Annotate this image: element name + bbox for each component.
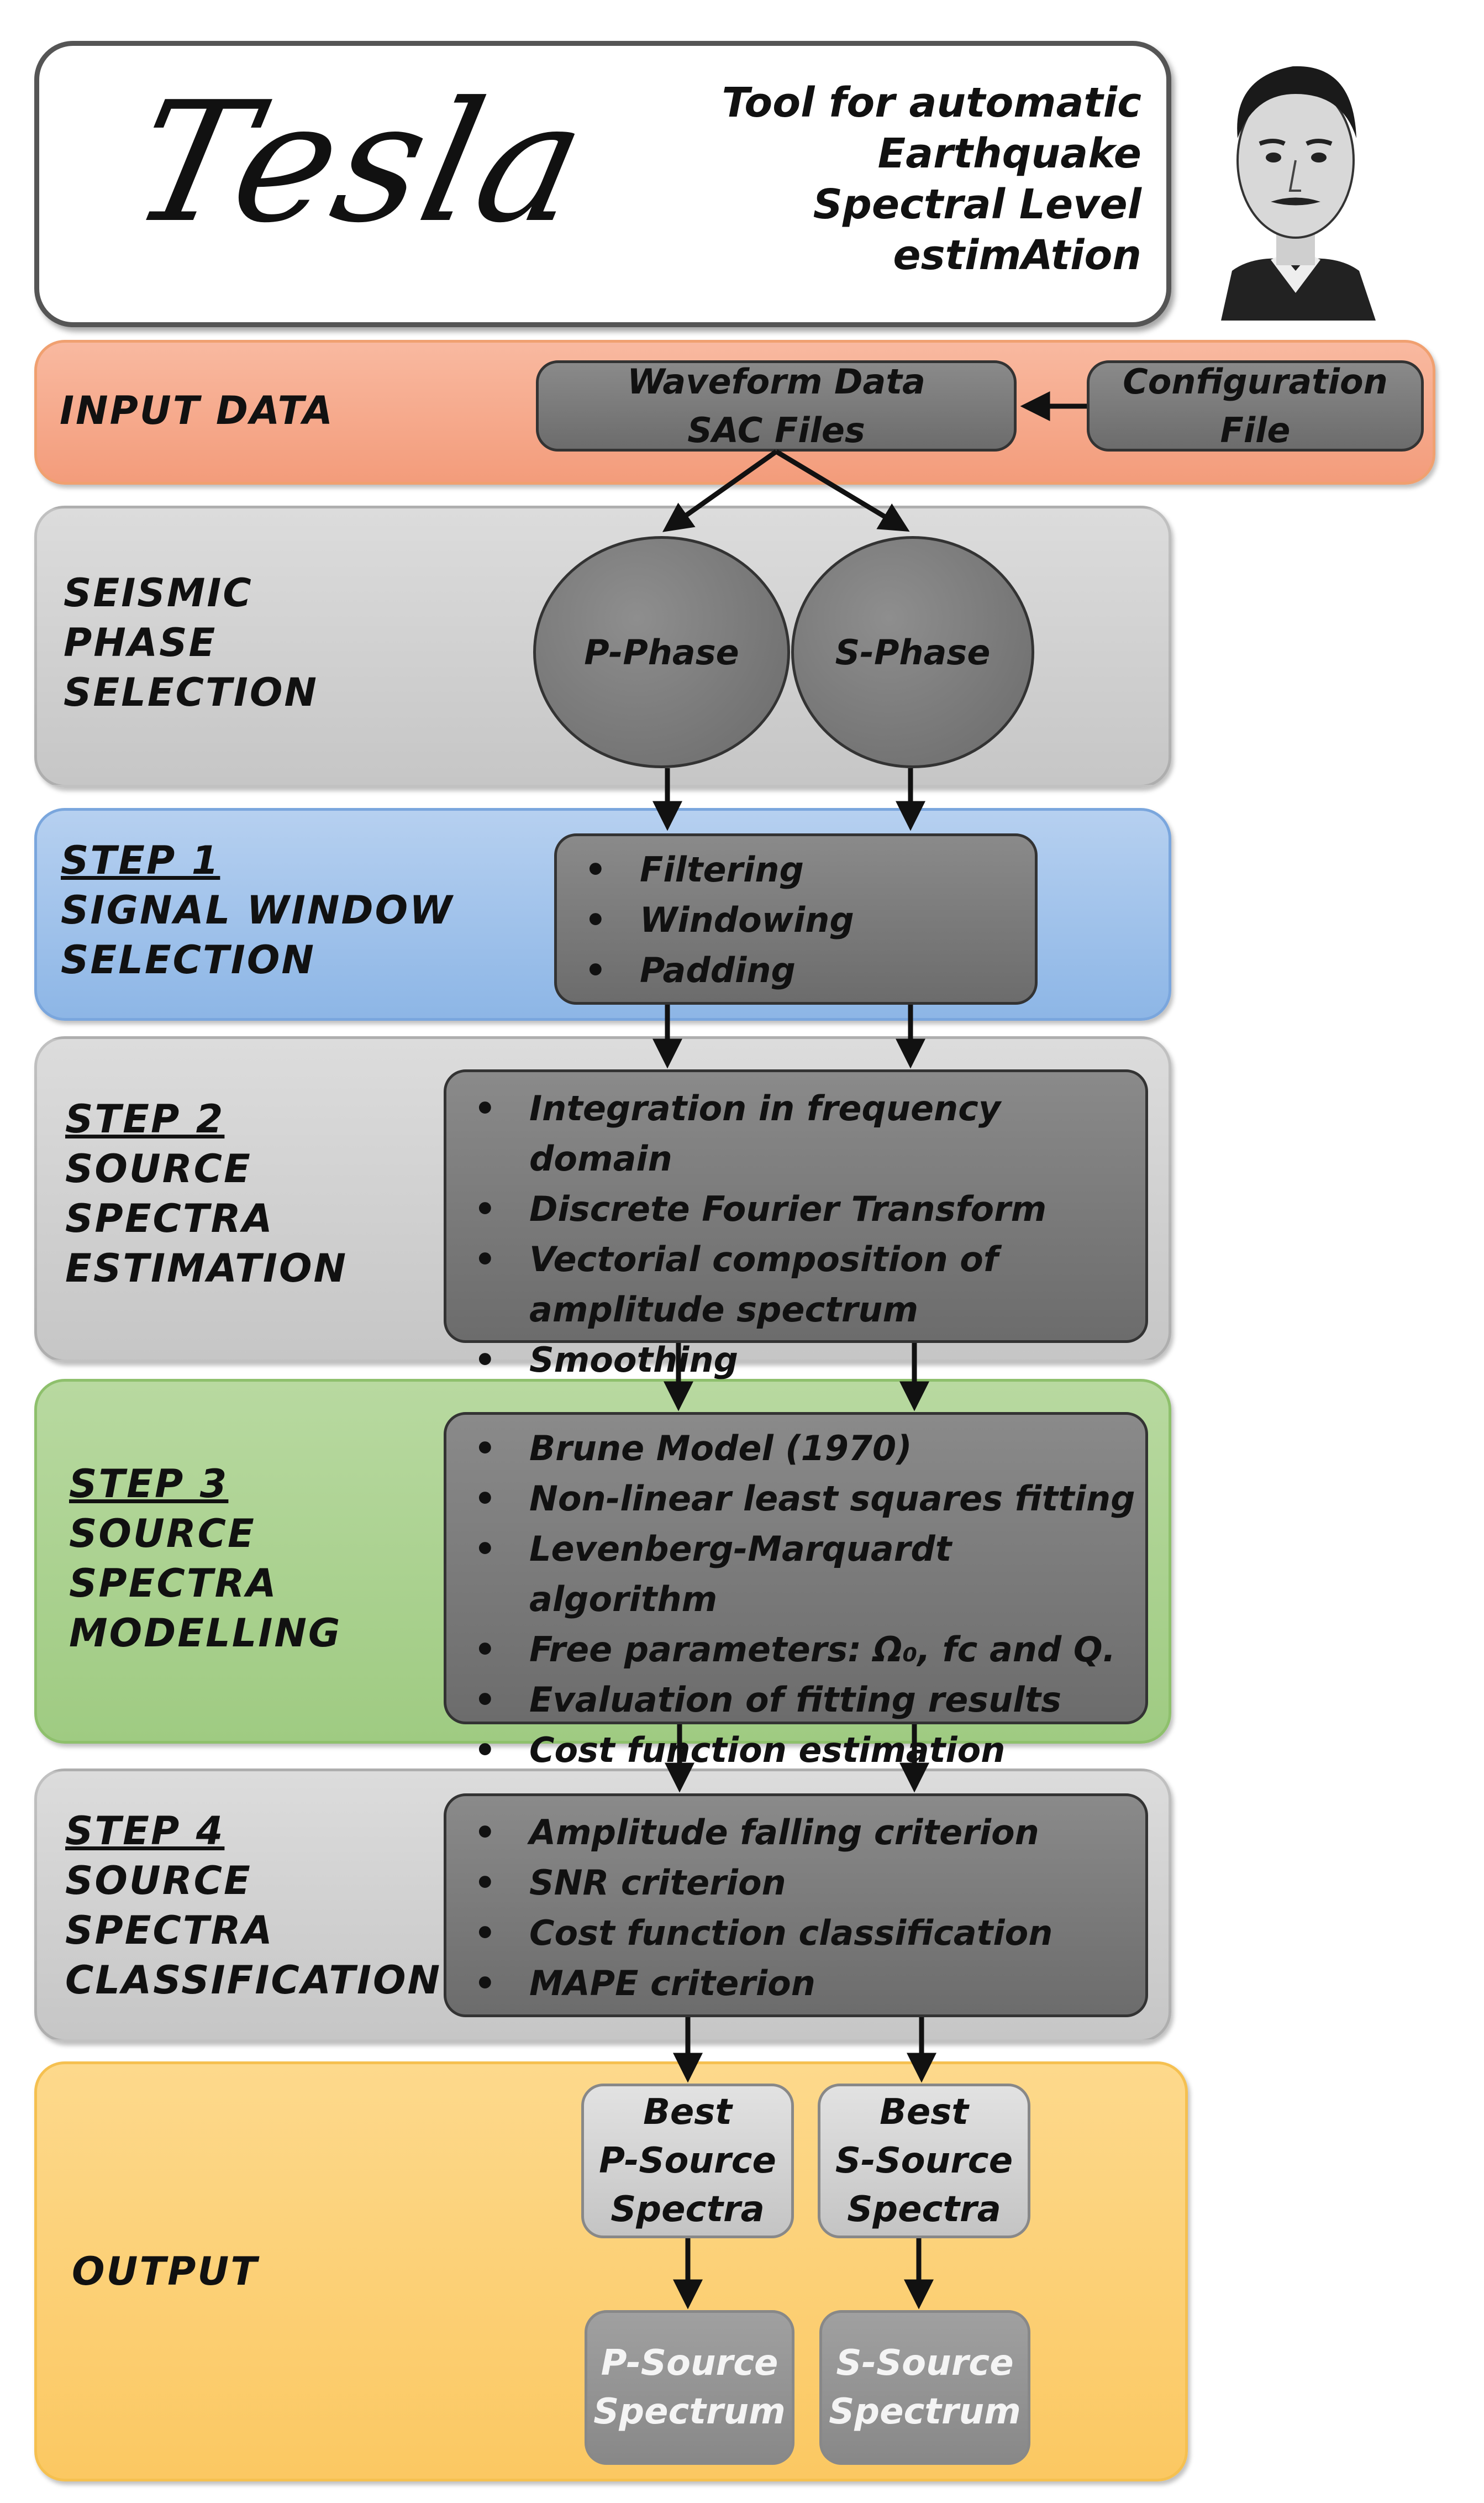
p-source-spectrum-box: P-Source Spectrum <box>585 2310 794 2465</box>
step-number: STEP 3 <box>69 1461 229 1507</box>
label-line: SPECTRA <box>65 1908 274 1953</box>
step1-label: STEP 1 SIGNAL WINDOW SELECTION <box>61 836 454 985</box>
label-line: SOURCE <box>69 1511 256 1556</box>
label-line: PHASE <box>64 620 217 665</box>
label-line: SOURCE <box>65 1858 252 1903</box>
box-line: Best <box>880 2092 969 2133</box>
configuration-file-box: Configuration File <box>1087 360 1424 452</box>
nikola-tesla-portrait-icon <box>1221 66 1376 321</box>
best-p-source-spectra-box: Best P-Source Spectra <box>581 2084 794 2238</box>
label-line: CLASSIFICATION <box>65 1958 442 2003</box>
step3-item: Evaluation of fitting results <box>446 1675 1145 1725</box>
best-s-source-spectra-box: Best S-Source Spectra <box>818 2084 1030 2238</box>
step4-item: Cost function classification <box>446 1908 1145 1958</box>
label-line: SELECTION <box>64 670 318 715</box>
label-line: SELECTION <box>61 937 315 983</box>
box-line: File <box>1220 410 1291 450</box>
step4-item: Amplitude falling criterion <box>446 1807 1145 1857</box>
box-line: Spectra <box>611 2189 765 2230</box>
step4-item: SNR criterion <box>446 1857 1145 1908</box>
label-line: SEISMIC <box>64 570 253 616</box>
box-line: Best <box>643 2092 732 2133</box>
box-line: P-Source <box>601 2343 778 2384</box>
title-box <box>34 41 1171 327</box>
step2-item: Discrete Fourier Transform <box>446 1184 1145 1234</box>
label-line: MODELLING <box>69 1610 342 1656</box>
step4-label: STEP 4 SOURCE SPECTRA CLASSIFICATION <box>65 1806 441 2005</box>
box-line: SAC Files <box>687 410 865 450</box>
step3-item: Brune Model (1970) <box>446 1423 1145 1473</box>
waveform-data-box: Waveform Data SAC Files <box>536 360 1017 452</box>
box-line: Spectrum <box>829 2391 1021 2432</box>
waveform-to-s-arrow <box>775 449 910 532</box>
box-line: Spectrum <box>593 2391 786 2432</box>
box-line: S-Source <box>835 2140 1013 2181</box>
step3-item: Free parameters: Ω₀, fc and Q. <box>446 1624 1145 1675</box>
label-line: SIGNAL WINDOW <box>61 888 454 933</box>
label-line: ESTIMATION <box>65 1246 348 1291</box>
step1-item: Filtering <box>557 844 1035 895</box>
tagline-line: Spectral Level <box>813 181 1141 228</box>
step4-item: MAPE criterion <box>446 1958 1145 2008</box>
box-line: S-Source <box>836 2343 1014 2384</box>
step1-box: Filtering Windowing Padding <box>554 833 1038 1005</box>
step2-item: Smoothing <box>446 1335 1145 1385</box>
step3-item: Levenberg-Marquardt algorithm <box>446 1524 1145 1624</box>
step-number: STEP 4 <box>65 1808 225 1854</box>
step-number: STEP 2 <box>65 1096 225 1142</box>
step2-item: Vectorial composition of amplitude spect… <box>446 1234 1145 1335</box>
step3-label: STEP 3 SOURCE SPECTRA MODELLING <box>69 1459 341 1658</box>
box-line: Waveform Data <box>627 361 925 402</box>
phase-selection-label: SEISMIC PHASE SELECTION <box>64 568 318 717</box>
step1-item: Padding <box>557 945 1035 995</box>
step2-box: Integration in frequency domain Discrete… <box>444 1069 1148 1385</box>
s-phase-circle: S-Phase <box>791 536 1034 768</box>
input-label: INPUT DATA <box>60 388 334 433</box>
tagline-line: estimAtion <box>893 232 1141 279</box>
step4-box: Amplitude falling criterion SNR criterio… <box>444 1793 1148 2017</box>
step3-item: Non-linear least squares fitting <box>446 1473 1145 1524</box>
step1-item: Windowing <box>557 895 1035 945</box>
waveform-to-p-arrow <box>662 449 778 532</box>
step2-label: STEP 2 SOURCE SPECTRA ESTIMATION <box>65 1094 348 1293</box>
box-line: Spectra <box>847 2189 1001 2230</box>
p-phase-circle: P-Phase <box>533 536 790 768</box>
box-line: Configuration <box>1123 361 1388 402</box>
step2-item: Integration in frequency domain <box>446 1083 1145 1184</box>
step3-box: Brune Model (1970) Non-linear least squa… <box>444 1412 1148 1775</box>
label-line: SOURCE <box>65 1146 252 1192</box>
label-line: SPECTRA <box>69 1561 278 1606</box>
tagline-line: Tool for automatic <box>722 79 1141 127</box>
box-line: P-Source <box>599 2140 776 2181</box>
output-label: OUTPUT <box>72 2249 259 2294</box>
tagline-line: Earthquake <box>877 130 1141 177</box>
tagline: Tool for automatic Earthquake Spectral L… <box>644 77 1141 281</box>
s-source-spectrum-box: S-Source Spectrum <box>819 2310 1030 2465</box>
step-number: STEP 1 <box>61 838 220 883</box>
label-line: SPECTRA <box>65 1196 274 1241</box>
